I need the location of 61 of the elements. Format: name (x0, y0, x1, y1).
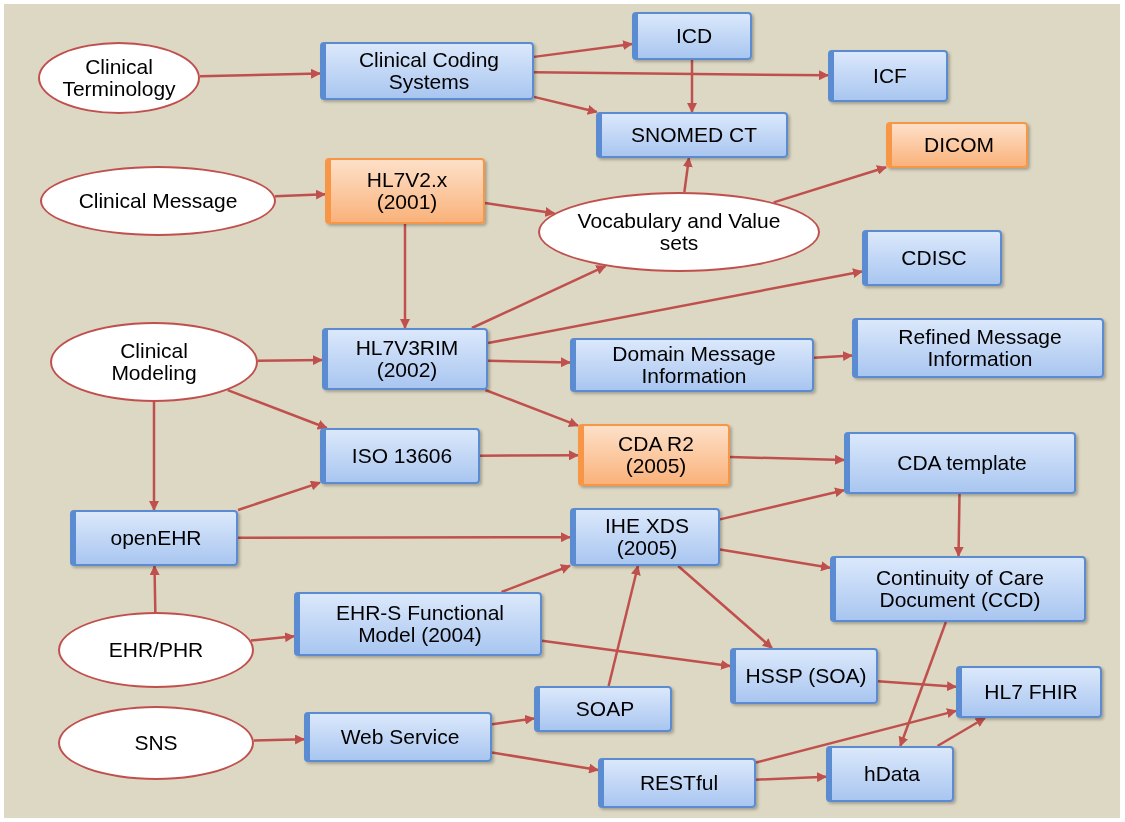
scroll-box: SNOMED CT (596, 112, 788, 158)
scroll-box: hData (826, 746, 954, 802)
arrow (227, 389, 328, 430)
arrow (533, 40, 633, 59)
arrow (607, 565, 641, 687)
arrow (253, 734, 305, 745)
scroll-box: CDA template (844, 432, 1076, 494)
arrow (480, 450, 579, 461)
arrow (238, 532, 571, 543)
arrow (501, 564, 571, 594)
arrow (471, 265, 607, 330)
arrow (491, 751, 599, 774)
scroll-box: CDISC (862, 230, 1002, 286)
scroll-box: HL7V3RIM (2002) (322, 328, 488, 390)
arrow (491, 714, 535, 726)
scroll-box: RESTful (598, 758, 756, 808)
arrow (729, 454, 845, 465)
arrow (533, 95, 598, 115)
scroll-box: Clinical Coding Systems (320, 42, 534, 100)
scroll-box: Web Service (304, 712, 492, 762)
scroll-box: SOAP (534, 686, 672, 732)
scroll-box: Refined Message Information (852, 318, 1104, 378)
arrow (199, 68, 321, 79)
arrow (484, 388, 579, 428)
arrow (813, 351, 853, 361)
arrow (773, 165, 887, 204)
scroll-box: HL7V2.x (2001) (325, 158, 485, 224)
arrow (149, 402, 159, 511)
arrow (898, 621, 948, 747)
arrow (400, 224, 410, 329)
scroll-box: HSSP (SOA) (730, 648, 878, 704)
arrow (534, 70, 829, 81)
scroll-box: openEHR (70, 510, 238, 566)
scroll-box: CDA R2 (2005) (578, 424, 730, 486)
arrow (484, 201, 556, 217)
arrow (237, 480, 321, 512)
arrow (487, 357, 571, 368)
scroll-box: Domain Message Information (570, 338, 814, 392)
scroll-box: IHE XDS (2005) (570, 508, 720, 566)
scroll-box: DICOM (886, 122, 1028, 168)
arrow (877, 680, 957, 692)
arrow (257, 355, 323, 366)
arrow (149, 565, 160, 613)
arrow (755, 708, 957, 764)
arrow (719, 548, 831, 572)
arrow (487, 268, 863, 345)
arrow (682, 157, 693, 193)
arrow (274, 189, 326, 200)
arrow (677, 565, 773, 649)
arrow (936, 716, 986, 748)
arrow (755, 772, 827, 783)
scroll-box: ISO 13606 (320, 428, 480, 484)
arrow (687, 60, 697, 113)
scroll-box: HL7 FHIR (956, 666, 1102, 718)
arrow (719, 487, 845, 521)
arrow (953, 493, 964, 557)
arrow (541, 639, 731, 670)
scroll-box: Continuity of Care Document (CCD) (830, 556, 1086, 622)
scroll-box: EHR-S Functional Model (2004) (294, 592, 542, 656)
scroll-box: ICF (828, 50, 948, 102)
scroll-box: ICD (632, 12, 752, 60)
